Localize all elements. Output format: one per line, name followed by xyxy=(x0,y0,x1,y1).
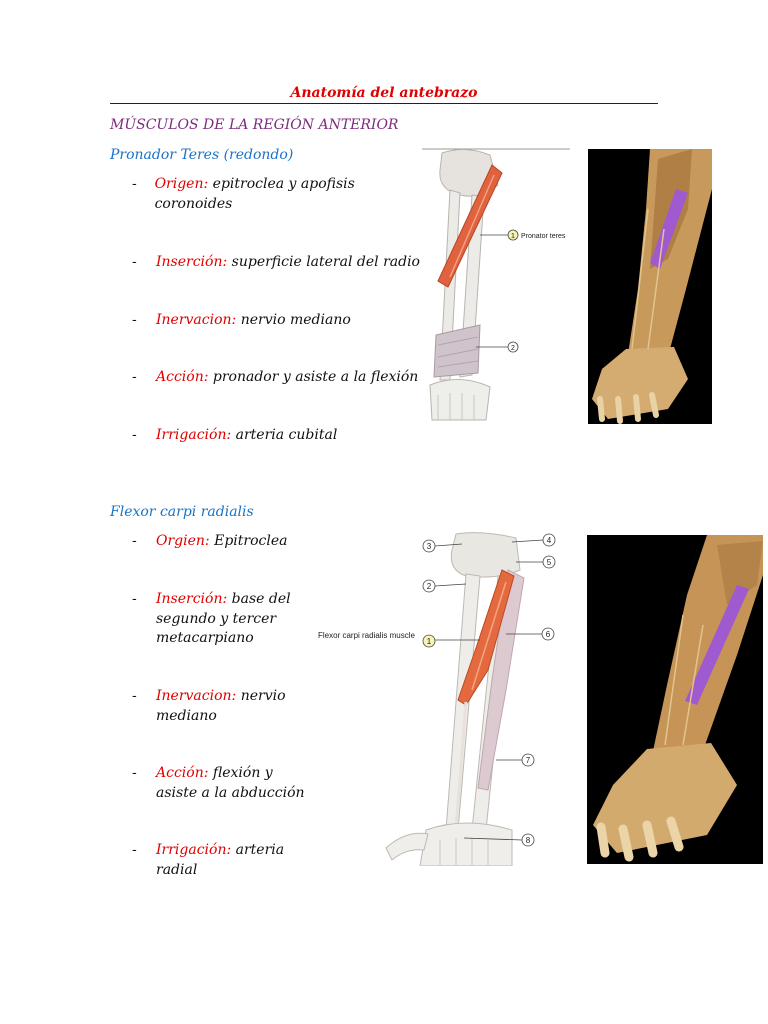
flexor-carpi-radialis-diagram: Flexor carpi radialis muscle 1 2 3 4 5 6… xyxy=(316,530,566,867)
item-label: Acción: xyxy=(156,765,209,781)
list-dash: - xyxy=(132,369,137,385)
list-dash: - xyxy=(132,533,137,549)
callout-label: Pronator teres xyxy=(521,233,566,240)
callout-number: 2 xyxy=(511,345,515,352)
item-value: flexión y asiste a la abducción xyxy=(156,765,305,801)
pronator-teres-dissection-photo xyxy=(588,149,712,424)
item-value: Epitroclea xyxy=(214,533,288,549)
list-dash: - xyxy=(132,842,137,858)
item-label: Origen: xyxy=(154,176,209,192)
item-value: epitroclea y apofisis coronoides xyxy=(154,176,355,212)
title-divider xyxy=(110,103,658,104)
list-item: - Acción: pronador y asiste a la flexión xyxy=(110,368,420,388)
callout-number: 1 xyxy=(427,637,432,646)
item-value: arteria radial xyxy=(156,842,285,878)
muscle-label: Flexor carpi radialis muscle xyxy=(318,631,415,640)
list-item: - Inserción: superficie lateral del radi… xyxy=(110,253,420,273)
callout-number: 5 xyxy=(547,558,552,567)
callout-number: 1 xyxy=(511,233,515,240)
item-label: Irrigación: xyxy=(156,842,232,858)
item-value: base del segundo y tercer metacarpiano xyxy=(156,591,291,646)
list-dash: - xyxy=(132,254,137,270)
item-label: Inervacion: xyxy=(156,688,237,704)
list-item: - Inserción: base del segundo y tercer m… xyxy=(110,590,310,649)
item-label: Orgien: xyxy=(156,533,210,549)
list-item: - Orgien: Epitroclea xyxy=(110,532,310,552)
list-item: - Irrigación: arteria radial xyxy=(110,841,310,880)
list-dash: - xyxy=(132,765,137,781)
item-label: Inervacion: xyxy=(156,312,237,328)
item-value: superficie lateral del radio xyxy=(231,254,420,270)
list-dash: - xyxy=(132,176,137,192)
muscle-heading-flexor-carpi-radialis: Flexor carpi radialis xyxy=(110,504,254,520)
item-value: pronador y asiste a la flexión xyxy=(212,369,419,385)
list-item: - Acción: flexión y asiste a la abducció… xyxy=(110,764,310,803)
list-dash: - xyxy=(132,688,137,704)
list-dash: - xyxy=(132,427,137,443)
list-dash: - xyxy=(132,312,137,328)
item-label: Acción: xyxy=(156,369,209,385)
document-title: Anatomía del antebrazo xyxy=(290,85,478,101)
pronator-teres-diagram: 1 Pronator teres 2 xyxy=(420,145,575,425)
callout-number: 3 xyxy=(427,542,432,551)
list-item: - Origen: epitroclea y apofisis coronoid… xyxy=(110,175,420,214)
callout-number: 2 xyxy=(427,582,432,591)
callout-number: 7 xyxy=(526,756,531,765)
section-heading: MÚSCULOS DE LA REGIÓN ANTERIOR xyxy=(110,117,399,133)
list-item: - Irrigación: arteria cubital xyxy=(110,426,420,446)
item-value: nervio mediano xyxy=(240,312,351,328)
callout-number: 6 xyxy=(546,630,551,639)
list-item: - Inervacion: nervio mediano xyxy=(110,687,310,726)
item-label: Irrigación: xyxy=(156,427,232,443)
list-dash: - xyxy=(132,591,137,607)
item-label: Inserción: xyxy=(156,591,228,607)
flexor-carpi-radialis-dissection-photo xyxy=(587,535,763,864)
item-value: nervio mediano xyxy=(156,688,286,724)
list-item: - Inervacion: nervio mediano xyxy=(110,311,420,331)
item-value: arteria cubital xyxy=(235,427,338,443)
muscle-heading-pronator-teres: Pronador Teres (redondo) xyxy=(110,147,294,163)
callout-number: 8 xyxy=(526,836,531,845)
item-label: Inserción: xyxy=(156,254,228,270)
callout-number: 4 xyxy=(547,536,552,545)
